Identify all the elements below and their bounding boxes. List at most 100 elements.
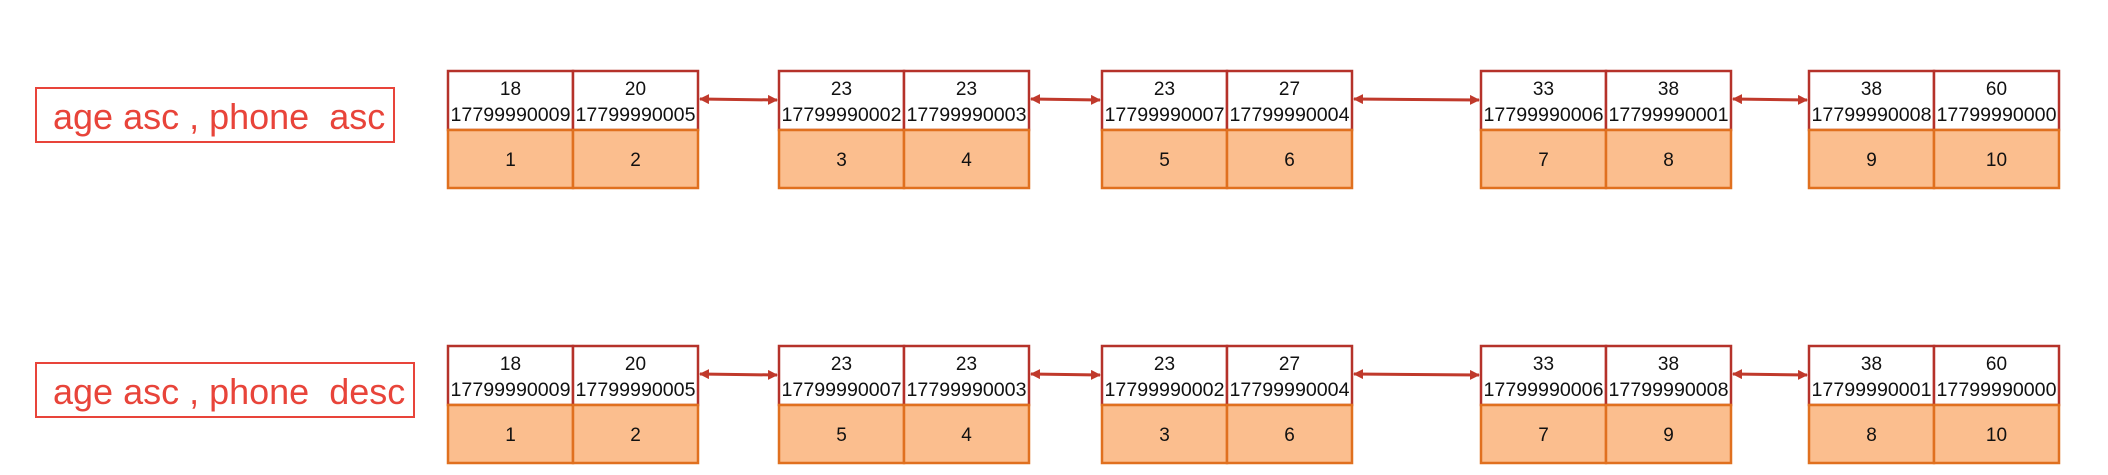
row-id-value: 1 xyxy=(505,425,516,446)
phone-value: 17799990007 xyxy=(1105,105,1225,126)
row-id-cell xyxy=(1225,403,1354,465)
age-value: 38 xyxy=(1658,354,1679,375)
key-cell xyxy=(902,69,1031,132)
row-id-value: 9 xyxy=(1663,425,1674,446)
row-id-value: 4 xyxy=(961,150,972,171)
row-id-cell xyxy=(1479,128,1608,190)
phone-value: 17799990000 xyxy=(1937,380,2057,401)
phone-value: 17799990008 xyxy=(1609,380,1729,401)
phone-value: 17799990004 xyxy=(1230,380,1350,401)
row-id-cell xyxy=(1100,128,1229,190)
leaf-link-arrow xyxy=(1353,369,1480,380)
row-id-value: 4 xyxy=(961,425,972,446)
phone-value: 17799990006 xyxy=(1484,105,1604,126)
leaf-link-arrow xyxy=(1030,94,1101,105)
row-id-value: 1 xyxy=(505,150,516,171)
phone-value: 17799990006 xyxy=(1484,380,1604,401)
age-value: 38 xyxy=(1658,79,1679,100)
row-id-value: 6 xyxy=(1284,150,1295,171)
age-value: 23 xyxy=(831,79,852,100)
phone-value: 17799990002 xyxy=(782,105,902,126)
row-id-cell xyxy=(1932,403,2061,465)
age-value: 27 xyxy=(1279,79,1300,100)
age-value: 27 xyxy=(1279,354,1300,375)
phone-value: 17799990003 xyxy=(907,380,1027,401)
phone-value: 17799990000 xyxy=(1937,105,2057,126)
row-id-value: 7 xyxy=(1538,425,1549,446)
leaf-link-arrow xyxy=(699,369,778,380)
row-id-cell xyxy=(446,403,575,465)
row-id-value: 3 xyxy=(1159,425,1170,446)
row-id-value: 8 xyxy=(1663,150,1674,171)
age-value: 20 xyxy=(625,354,646,375)
row-id-cell xyxy=(1932,128,2061,190)
key-cell xyxy=(902,344,1031,407)
leaf-link-arrow xyxy=(1732,369,1808,380)
row-id-value: 2 xyxy=(630,425,641,446)
leaf-link-arrow xyxy=(699,94,778,105)
key-cell xyxy=(1807,69,1936,132)
row-id-value: 2 xyxy=(630,150,641,171)
row-id-value: 9 xyxy=(1866,150,1877,171)
age-value: 23 xyxy=(831,354,852,375)
row-id-cell xyxy=(1479,403,1608,465)
row-id-cell xyxy=(1604,403,1733,465)
row-id-value: 8 xyxy=(1866,425,1877,446)
phone-value: 17799990009 xyxy=(451,380,571,401)
age-value: 18 xyxy=(500,79,521,100)
age-value: 20 xyxy=(625,79,646,100)
key-cell xyxy=(1807,344,1936,407)
row-id-cell xyxy=(902,403,1031,465)
row-id-cell xyxy=(777,403,906,465)
age-value: 23 xyxy=(1154,354,1175,375)
age-value: 38 xyxy=(1861,354,1882,375)
row-id-value: 6 xyxy=(1284,425,1295,446)
age-value: 33 xyxy=(1533,354,1554,375)
row-id-cell xyxy=(446,128,575,190)
phone-value: 17799990004 xyxy=(1230,105,1350,126)
row-id-cell xyxy=(1807,403,1936,465)
leaf-link-arrow xyxy=(1353,94,1480,105)
row-id-value: 10 xyxy=(1986,150,2007,171)
row-id-cell xyxy=(571,128,700,190)
row-id-cell xyxy=(571,403,700,465)
key-cell xyxy=(1604,344,1733,407)
row-id-value: 5 xyxy=(1159,150,1170,171)
key-cell xyxy=(1225,69,1354,132)
row-id-value: 10 xyxy=(1986,425,2007,446)
key-cell xyxy=(1932,69,2061,132)
leaf-link-arrow xyxy=(1732,94,1808,105)
row-id-cell xyxy=(777,128,906,190)
phone-value: 17799990003 xyxy=(907,105,1027,126)
key-cell xyxy=(446,69,575,132)
row-id-value: 5 xyxy=(836,425,847,446)
row-id-cell xyxy=(1604,128,1733,190)
row-id-cell xyxy=(902,128,1031,190)
age-value: 23 xyxy=(956,79,977,100)
phone-value: 17799990009 xyxy=(451,105,571,126)
key-cell xyxy=(1225,344,1354,407)
key-cell xyxy=(571,69,700,132)
age-value: 23 xyxy=(956,354,977,375)
phone-value: 17799990001 xyxy=(1609,105,1729,126)
row-id-cell xyxy=(1807,128,1936,190)
age-value: 38 xyxy=(1861,79,1882,100)
leaf-node: 23 17799990002 3 23 17799990003 4 xyxy=(777,69,1031,190)
row-id-value: 3 xyxy=(836,150,847,171)
phone-value: 17799990005 xyxy=(576,380,696,401)
age-value: 18 xyxy=(500,354,521,375)
row-id-cell xyxy=(1100,403,1229,465)
leaf-link-arrow xyxy=(1030,369,1101,380)
key-cell xyxy=(1100,69,1229,132)
age-value: 23 xyxy=(1154,79,1175,100)
index-order-label-desc: age asc , phone desc xyxy=(35,362,415,418)
key-cell xyxy=(777,69,906,132)
row-id-value: 7 xyxy=(1538,150,1549,171)
